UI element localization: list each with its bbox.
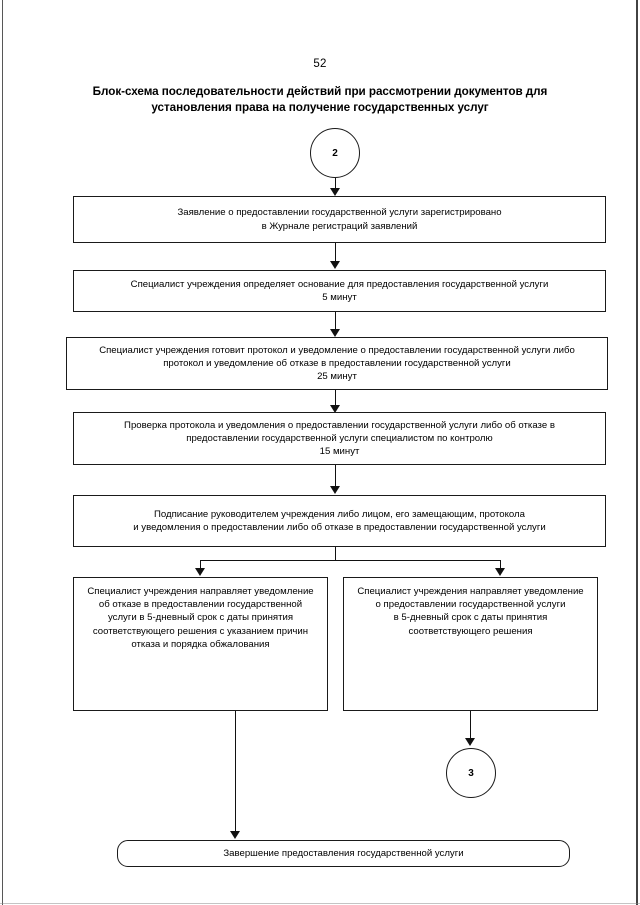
edge-node3-to-node4 [335, 390, 336, 407]
flow-node-head-signs-text: Подписание руководителем учреждения либо… [133, 508, 546, 533]
flow-node-specialist-determines-basis: Специалист учреждения определяет основан… [73, 270, 606, 312]
arrowhead-to-node3 [330, 329, 340, 337]
arrowhead-to-node2 [330, 261, 340, 269]
flow-node-prepare-protocol-notification: Специалист учреждения готовит протокол и… [66, 337, 608, 390]
arrowhead-to-node5 [330, 486, 340, 494]
page-title: Блок-схема последовательности действий п… [92, 85, 548, 114]
scan-artifact-left-edge [2, 0, 3, 905]
edge-node5-branch-bus [200, 560, 500, 561]
edge-connector-in-to-node1 [335, 178, 336, 190]
flow-node-refusal-notification: Специалист учреждения направляет уведомл… [73, 577, 328, 711]
edge-node6-to-final [235, 711, 236, 832]
flow-node-service-notification-text: Специалист учреждения направляет уведомл… [357, 586, 584, 637]
flow-node-service-notification: Специалист учреждения направляет уведомл… [343, 577, 598, 711]
flow-node-application-registered: Заявление о предоставлении государственн… [73, 196, 606, 243]
flow-node-application-registered-text: Заявление о предоставлении государственн… [177, 207, 502, 232]
flow-node-service-completion-text: Завершение предоставления государственно… [223, 847, 464, 859]
flow-node-control-check-text: Проверка протокола и уведомления о предо… [124, 419, 555, 458]
arrowhead-to-node1 [330, 188, 340, 196]
flow-node-service-completion: Завершение предоставления государственно… [117, 840, 570, 867]
connector-circle-in: 2 [310, 128, 360, 178]
flow-node-head-signs: Подписание руководителем учреждения либо… [73, 495, 606, 547]
edge-node1-to-node2 [335, 243, 336, 262]
arrowhead-to-node7 [495, 568, 505, 576]
edge-node2-to-node3 [335, 312, 336, 330]
flow-node-control-check: Проверка протокола и уведомления о предо… [73, 412, 606, 465]
connector-circle-in-label: 2 [332, 147, 338, 159]
arrowhead-to-node4 [330, 405, 340, 413]
flow-node-specialist-determines-basis-text: Специалист учреждения определяет основан… [130, 278, 549, 303]
connector-circle-out-label: 3 [468, 767, 474, 779]
flow-node-prepare-protocol-notification-text: Специалист учреждения готовит протокол и… [99, 344, 575, 383]
edge-node4-to-node5 [335, 465, 336, 487]
edge-node5-branch-stem [335, 547, 336, 561]
edge-branch-right-drop [500, 560, 501, 569]
arrowhead-to-node6 [195, 568, 205, 576]
arrowhead-to-final [230, 831, 240, 839]
page-number: 52 [313, 58, 327, 70]
connector-circle-out: 3 [446, 748, 496, 798]
edge-branch-left-drop [200, 560, 201, 569]
scan-artifact-right-edge [636, 0, 638, 905]
scan-artifact-bottom-edge [0, 903, 640, 904]
flow-node-refusal-notification-text: Специалист учреждения направляет уведомл… [87, 586, 314, 650]
arrowhead-to-connector-out [465, 738, 475, 746]
edge-node7-to-connector-out [470, 711, 471, 739]
